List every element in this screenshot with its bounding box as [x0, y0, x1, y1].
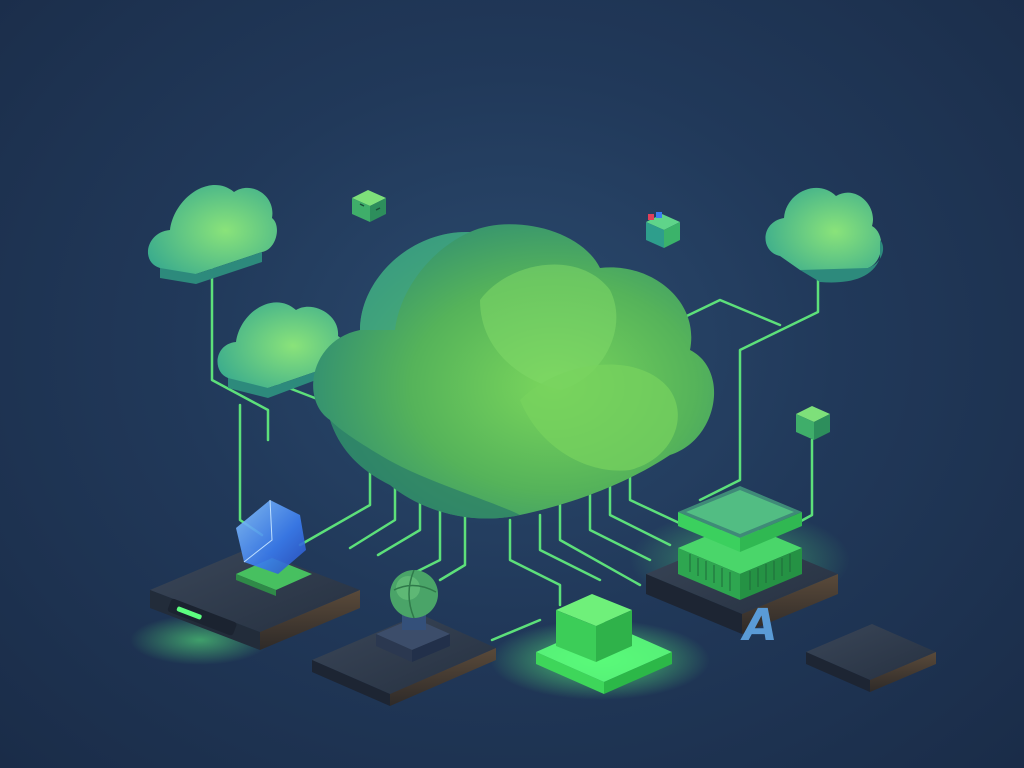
floating-cube-right: [646, 212, 680, 248]
cloud-main: [313, 224, 715, 519]
floating-cube-small: [796, 406, 830, 440]
cloud-left-top: [147, 184, 277, 284]
platform-globe: [312, 569, 496, 706]
platform-crystal: [150, 499, 360, 650]
floating-cube-left: [352, 190, 386, 222]
platform-server-stack: [646, 486, 838, 634]
platform-letter-block: A: [738, 600, 936, 692]
platform-glow-box: [536, 594, 672, 694]
cloud-left-middle: [217, 302, 344, 398]
cloud-right: [765, 187, 884, 283]
